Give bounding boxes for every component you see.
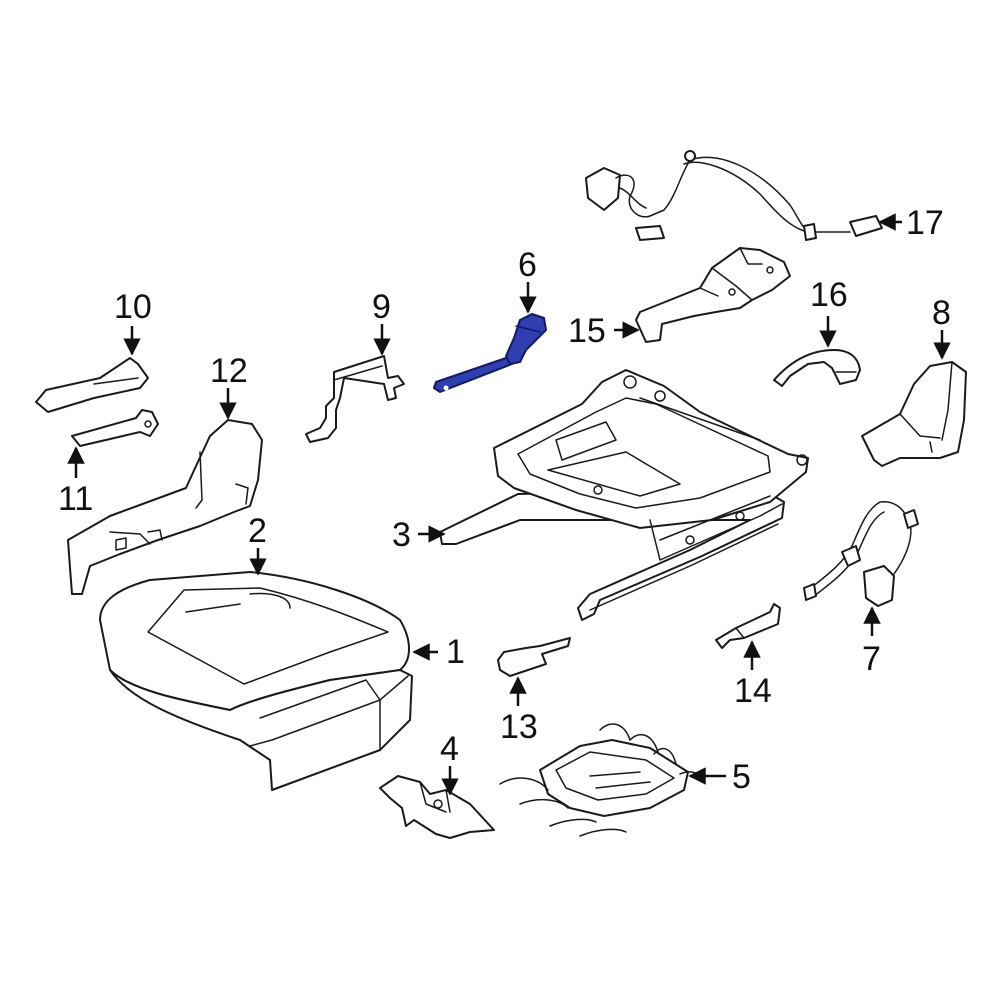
callout-14: 14 [734,672,772,710]
part-13-bracket[interactable] [497,637,571,677]
callout-9: 9 [372,288,391,326]
part-10-cover[interactable] [35,357,149,413]
callout-4: 4 [440,730,459,768]
callout-labels: 1 2 3 4 5 6 7 8 9 10 11 12 13 14 15 16 1… [58,204,951,796]
part-12-side-panel[interactable] [67,419,263,595]
part-5-spring-mat[interactable] [499,723,701,837]
part-14-bracket[interactable] [715,603,781,649]
callout-13: 13 [500,708,538,746]
part-4-lower-bracket[interactable] [379,775,495,839]
callout-arrows [67,213,951,796]
part-17-wiring-harness[interactable] [585,150,883,241]
part-3-seat-frame[interactable] [439,369,809,621]
part-9-wire-bracket[interactable] [305,355,405,443]
callout-17: 17 [906,204,944,242]
callout-16: 16 [810,276,848,314]
callout-7: 7 [862,640,881,678]
callout-10: 10 [114,288,152,326]
part-6-recliner-cable[interactable] [433,313,547,393]
part-2-seat-cushion[interactable] [99,571,410,711]
part-7-switch-harness[interactable] [803,501,919,607]
part-16-handle[interactable] [773,349,861,387]
callout-15: 15 [568,312,606,350]
callout-2: 2 [248,512,267,550]
callout-6: 6 [518,246,537,284]
callout-1: 1 [446,633,465,671]
callout-8: 8 [932,294,951,332]
part-8-side-shield[interactable] [861,361,967,467]
part-11-lever[interactable] [71,409,159,447]
callout-12: 12 [210,352,248,390]
callout-3: 3 [392,516,411,554]
part-1-seat-cover[interactable] [109,669,413,791]
callout-5: 5 [732,758,751,796]
part-15-track-bracket[interactable] [635,247,791,343]
callout-11: 11 [58,480,93,518]
